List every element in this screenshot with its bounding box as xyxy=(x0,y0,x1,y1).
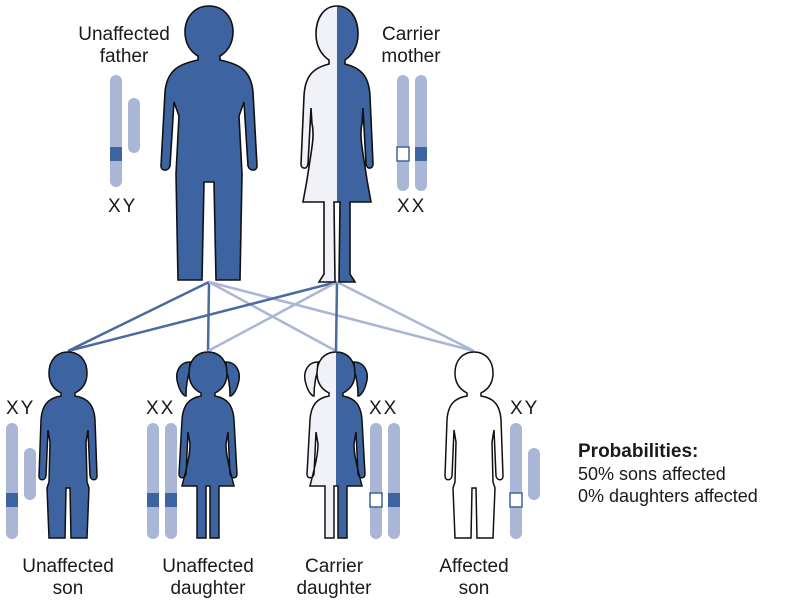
affected-son-label-line2: son xyxy=(458,578,490,599)
line-father-daughter1 xyxy=(206,281,211,352)
unaffected-son-label: Unaffected son xyxy=(8,556,128,600)
line-father-son xyxy=(67,280,210,353)
father-chromosomes xyxy=(110,75,140,187)
unaffected-daughter-label-line1: Unaffected xyxy=(162,556,254,577)
carrier-daughter-label-line2: daughter xyxy=(296,578,372,599)
mother-genotype: XX xyxy=(397,196,427,217)
unaffected-son-chromosomes xyxy=(6,423,36,539)
line-mother-daughter1 xyxy=(207,280,338,353)
unaffected-daughter-label: Unaffected daughter xyxy=(146,556,270,600)
line-mother-son2 xyxy=(336,280,475,353)
father-label: Unaffected father xyxy=(62,24,186,68)
probabilities-panel: Probabilities: 50% sons affected 0% daug… xyxy=(578,441,758,507)
affected-son-figure xyxy=(444,351,504,539)
carrier-daughter-label: Carrier daughter xyxy=(282,556,386,600)
line-mother-son xyxy=(67,280,338,353)
probability-sons: 50% sons affected xyxy=(578,464,726,484)
carrier-daughter-genotype: XX xyxy=(369,398,399,419)
mother-label-line2: mother xyxy=(381,46,441,67)
unaffected-son-genotype: XY xyxy=(6,398,36,419)
line-father-son2 xyxy=(208,280,475,353)
mother-label: Carrier mother xyxy=(362,24,460,68)
father-label-line2: father xyxy=(99,46,149,67)
carrier-daughter-label-line1: Carrier xyxy=(304,556,364,577)
mother-label-line1: Carrier xyxy=(381,24,441,45)
mother-chromosomes xyxy=(396,75,427,191)
father-genotype: XY xyxy=(108,196,138,217)
affected-son-genotype: XY xyxy=(510,398,540,419)
affected-son-chromosomes xyxy=(509,423,540,539)
affected-son-label: Affected son xyxy=(426,556,522,600)
carrier-daughter-figure xyxy=(303,351,369,539)
father-label-line1: Unaffected xyxy=(78,24,170,45)
unaffected-son-label-line1: Unaffected xyxy=(22,556,114,577)
unaffected-son-figure xyxy=(38,351,98,539)
carrier-daughter-chromosomes xyxy=(369,423,400,539)
line-mother-daughter2 xyxy=(334,281,339,352)
inheritance-lines xyxy=(67,280,475,353)
probabilities-heading: Probabilities: xyxy=(578,441,699,462)
unaffected-daughter-figure xyxy=(175,351,241,539)
affected-son-label-line1: Affected xyxy=(439,556,509,577)
unaffected-daughter-label-line2: daughter xyxy=(170,578,246,599)
probability-daughters: 0% daughters affected xyxy=(578,486,758,506)
unaffected-daughter-chromosomes xyxy=(147,423,177,539)
unaffected-son-label-line2: son xyxy=(52,578,84,599)
unaffected-daughter-genotype: XX xyxy=(146,398,176,419)
